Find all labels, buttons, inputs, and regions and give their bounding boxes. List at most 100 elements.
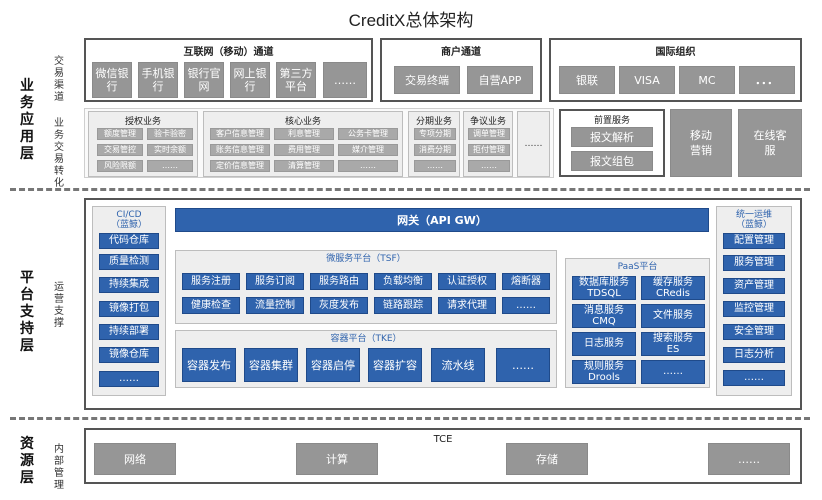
layer-label-platform: 平台支持层: [20, 270, 34, 354]
tsf-panel: 微服务平台（TSF） 服务注册 服务订阅 服务路由 负载均衡 认证授权 熔断器 …: [175, 250, 557, 324]
intl-more: ．．．: [739, 66, 795, 94]
cicd-item: 镜像仓库: [99, 347, 159, 363]
channel-online-bank: 网上银行: [230, 62, 270, 98]
core-service-title: 核心业务: [284, 117, 321, 127]
paas-item: ……: [641, 360, 705, 384]
tsf-item: 请求代理: [438, 297, 496, 314]
cicd-item: 持续集成: [99, 277, 159, 293]
resource-frame: TCE 网络 计算 存储 ……: [84, 428, 802, 484]
resource-storage: 存储: [506, 443, 588, 475]
ops-item: 安全管理: [723, 324, 785, 340]
channel-bank-website: 银行官网: [184, 62, 224, 98]
separator-line: [10, 417, 810, 420]
resource-more: ……: [708, 443, 790, 475]
separator-line: [10, 188, 810, 191]
paas-item: 日志服务: [572, 332, 636, 356]
intl-unionpay: 银联: [559, 66, 615, 94]
online-service-box: 在线客服: [738, 109, 802, 177]
auth-item: 交易管控: [97, 144, 143, 156]
tsf-item: ……: [502, 297, 550, 314]
sublabel-ops-support: 运营支撑: [54, 282, 64, 329]
tsf-item: 认证授权: [438, 273, 496, 290]
dispute-service-title: 争议业务: [469, 117, 506, 127]
auth-item: 风险限额: [97, 160, 143, 172]
ops-item: 日志分析: [723, 347, 785, 363]
mobile-marketing-box: 移动营销: [670, 109, 732, 177]
installment-item: ……: [414, 160, 456, 172]
ops-item: ……: [723, 370, 785, 386]
auth-item: 实时余额: [147, 144, 193, 156]
tke-item: 容器启停: [306, 348, 360, 382]
core-item: 账务信息管理: [210, 144, 270, 156]
tke-item: 容器扩容: [368, 348, 422, 382]
installment-item: 专项分期: [414, 128, 456, 140]
intl-visa: VISA: [619, 66, 675, 94]
cicd-subtitle: （蓝鲸）: [110, 220, 147, 230]
channel-more: ……: [323, 62, 367, 98]
paas-item: 消息服务 CMQ: [572, 304, 636, 328]
sublabel-conversion: 业务交易转化: [54, 118, 64, 189]
dispute-item: 调单管理: [468, 128, 510, 140]
ops-item: 配置管理: [723, 233, 785, 249]
tke-item: 流水线: [431, 348, 485, 382]
cicd-item: ……: [99, 371, 159, 387]
channel-own-app: 自营APP: [467, 66, 533, 94]
core-item: ……: [338, 160, 398, 172]
tke-item: 容器发布: [182, 348, 236, 382]
front-message-parse: 报文解析: [571, 127, 653, 147]
paas-title: PaaS平台: [617, 262, 658, 272]
core-service-panel: 核心业务 客户信息管理 利息管理 公务卡管理 账务信息管理 费用管理 媒介管理 …: [203, 111, 403, 177]
front-message-pack: 报文组包: [571, 151, 653, 171]
resource-network: 网络: [94, 443, 176, 475]
ops-title: 统一运维: [735, 210, 772, 220]
tsf-item: 熔断器: [502, 273, 550, 290]
paas-item: 规则服务 Drools: [572, 360, 636, 384]
internet-channel-title: 互联网（移动）通道: [183, 47, 274, 58]
front-service-panel: 前置服务 报文解析 报文组包: [559, 109, 665, 177]
paas-item: 搜索服务 ES: [641, 332, 705, 356]
internet-channel-panel: 互联网（移动）通道 微信银行 手机银行 银行官网 网上银行 第三方平台 ……: [84, 38, 373, 102]
sublabel-internal-mgmt: 内部管理: [54, 444, 64, 491]
channel-mobile-bank: 手机银行: [138, 62, 178, 98]
core-item: 公务卡管理: [338, 128, 398, 140]
channel-third-party: 第三方平台: [276, 62, 316, 98]
cicd-item: 镜像打包: [99, 301, 159, 317]
core-item: 费用管理: [274, 144, 334, 156]
ops-item: 服务管理: [723, 255, 785, 271]
cicd-title: CI/CD: [116, 210, 142, 220]
cicd-panel: CI/CD （蓝鲸） 代码仓库 质量检测 持续集成 镜像打包 持续部署 镜像仓库…: [92, 206, 166, 396]
ops-panel: 统一运维 （蓝鲸） 配置管理 服务管理 资产管理 监控管理 安全管理 日志分析 …: [716, 206, 792, 396]
cicd-item: 代码仓库: [99, 233, 159, 249]
core-item: 媒介管理: [338, 144, 398, 156]
intl-org-title: 国际组织: [655, 47, 696, 58]
core-item: 利息管理: [274, 128, 334, 140]
tsf-item: 链路跟踪: [374, 297, 432, 314]
ops-subtitle: （蓝鲸）: [735, 220, 772, 230]
ops-item: 资产管理: [723, 278, 785, 294]
core-item: 定价信息管理: [210, 160, 270, 172]
tsf-title: 微服务平台（TSF）: [326, 254, 406, 264]
tsf-item: 服务路由: [310, 273, 368, 290]
auth-item: 额度管理: [97, 128, 143, 140]
tke-item: 容器集群: [244, 348, 298, 382]
intl-mastercard: MC: [679, 66, 735, 94]
layer-label-resource: 资源层: [20, 436, 34, 486]
intl-org-panel: 国际组织 银联 VISA MC ．．．: [549, 38, 802, 102]
paas-panel: PaaS平台 数据库服务 TDSQL 缓存服务 CRedis 消息服务 CMQ …: [565, 258, 710, 388]
paas-item: 缓存服务 CRedis: [641, 276, 705, 300]
resource-compute: 计算: [296, 443, 378, 475]
tsf-item: 灰度发布: [310, 297, 368, 314]
api-gateway-bar: 网关（API GW）: [175, 208, 709, 232]
resource-title: TCE: [433, 434, 453, 445]
merchant-channel-panel: 商户通道 交易终端 自营APP: [380, 38, 542, 102]
tsf-item: 服务订阅: [246, 273, 304, 290]
tsf-item: 健康检查: [182, 297, 240, 314]
page-title: CreditX总体架构: [348, 11, 474, 30]
channel-wechat-bank: 微信银行: [92, 62, 132, 98]
auth-service-panel: 授权业务 额度管理 验卡验密 交易管控 实时余额 风险限额 ……: [88, 111, 198, 177]
installment-service-panel: 分期业务 专项分期 消费分期 ……: [408, 111, 460, 177]
auth-item: ……: [147, 160, 193, 172]
paas-item: 文件服务: [641, 304, 705, 328]
sublabel-channels: 交易渠道: [54, 56, 64, 103]
dispute-item: 拒付管理: [468, 144, 510, 156]
